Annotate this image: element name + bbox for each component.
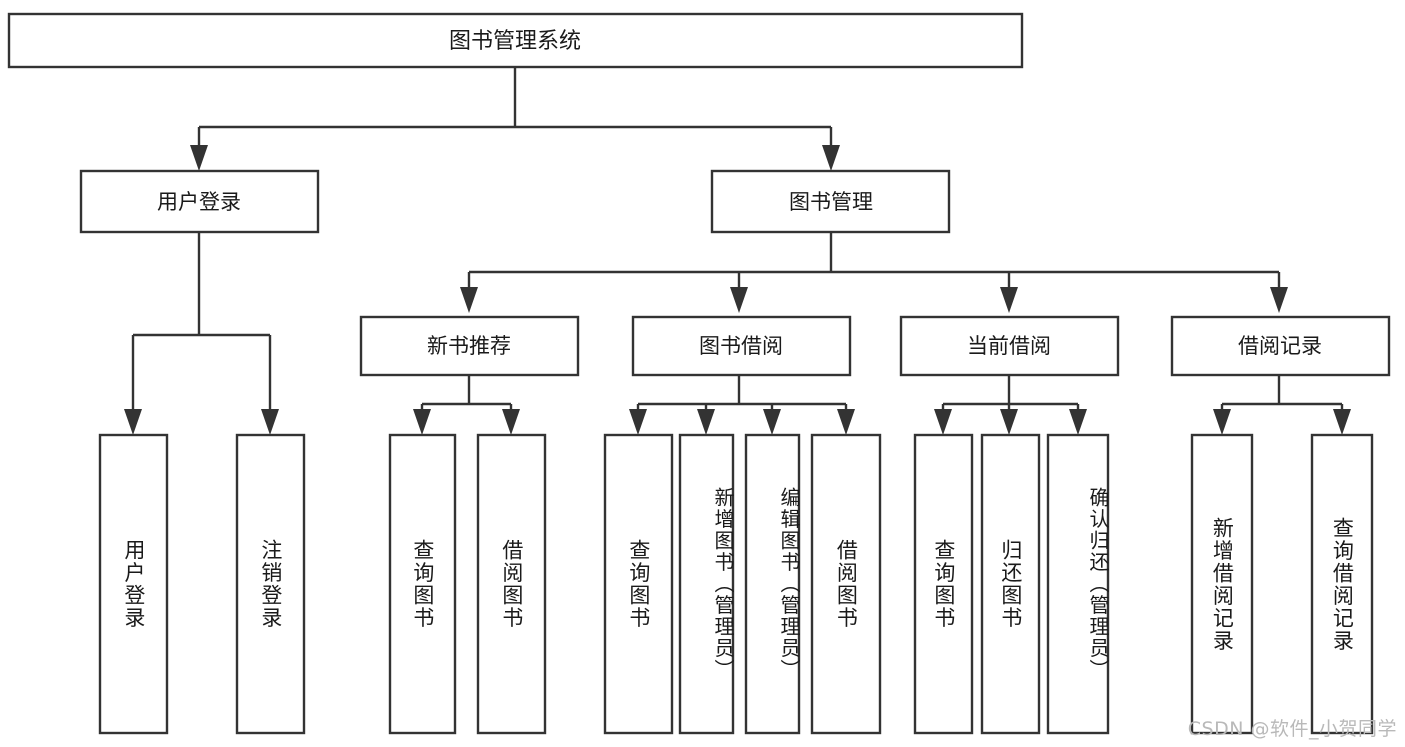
node-book-borrow[interactable]: 图书借阅 xyxy=(631,315,852,377)
connector-borrow-record-to-leaves xyxy=(1213,375,1351,435)
leaf-rect-borrow-book-2[interactable] xyxy=(810,433,882,735)
leaf-rects xyxy=(98,433,1374,735)
leaf-rect-user-login[interactable] xyxy=(98,433,169,735)
node-borrow-record[interactable]: 借阅记录 xyxy=(1170,315,1391,377)
node-root[interactable]: 图书管理系统 xyxy=(7,12,1024,69)
leaf-rect-query-book-1[interactable] xyxy=(388,433,457,735)
node-borrow-record-label: 借阅记录 xyxy=(1238,334,1322,358)
leaf-rect-edit-book[interactable] xyxy=(744,433,801,735)
leaf-rect-query-book-2[interactable] xyxy=(603,433,674,735)
watermark-text: CSDN @软件_小贺同学 xyxy=(1187,718,1397,740)
node-book-management[interactable]: 图书管理 xyxy=(710,169,951,234)
node-book-management-label: 图书管理 xyxy=(789,190,873,214)
node-root-label: 图书管理系统 xyxy=(449,29,581,54)
node-book-borrow-label: 图书借阅 xyxy=(699,334,783,358)
leaf-rect-logout-login[interactable] xyxy=(235,433,306,735)
connector-root-to-level2 xyxy=(190,67,840,171)
connector-book-management-to-level3 xyxy=(460,232,1288,313)
leaf-rect-return-book[interactable] xyxy=(980,433,1041,735)
leaf-rect-confirm-return[interactable] xyxy=(1046,433,1110,735)
connector-book-borrow-to-leaves xyxy=(629,375,855,435)
leaf-rect-add-book[interactable] xyxy=(678,433,735,735)
leaf-rect-query-borrow-record[interactable] xyxy=(1310,433,1374,735)
leaf-rect-query-book-3[interactable] xyxy=(913,433,974,735)
node-user-login[interactable]: 用户登录 xyxy=(79,169,320,234)
leaf-rect-add-borrow-record[interactable] xyxy=(1190,433,1254,735)
connector-user-login-to-leaves xyxy=(124,232,279,435)
node-new-book-recommend[interactable]: 新书推荐 xyxy=(359,315,580,377)
connector-new-book-recommend-to-leaves xyxy=(413,375,520,435)
node-new-book-recommend-label: 新书推荐 xyxy=(427,334,511,358)
node-current-borrow-label: 当前借阅 xyxy=(967,334,1051,358)
node-user-login-label: 用户登录 xyxy=(157,190,241,214)
leaf-rect-borrow-book-1[interactable] xyxy=(476,433,547,735)
node-current-borrow[interactable]: 当前借阅 xyxy=(899,315,1120,377)
connector-current-borrow-to-leaves xyxy=(934,375,1087,435)
